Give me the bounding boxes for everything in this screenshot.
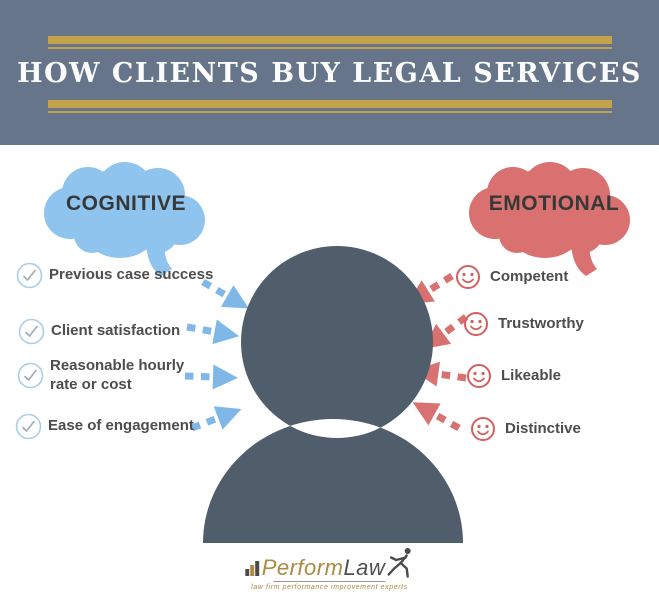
list-item: Trustworthy [463, 311, 584, 337]
runner-icon [387, 548, 411, 578]
list-item: Reasonable hourly rate or cost [17, 357, 190, 395]
logo-divider [273, 581, 386, 582]
item-label: Distinctive [505, 419, 581, 437]
list-item: Client satisfaction [18, 318, 180, 345]
check-icon [17, 362, 44, 389]
client-silhouette [203, 246, 463, 543]
list-item: Ease of engagement [15, 413, 194, 440]
emotional-label: EMOTIONAL [488, 192, 620, 215]
cognitive-label: COGNITIVE [65, 192, 186, 215]
brand-law: Law [343, 555, 386, 580]
cognitive-arrow-3 [185, 364, 239, 391]
bar-chart-icon [244, 561, 259, 576]
item-label: Ease of engagement [48, 417, 194, 435]
brand-perform: Perform [261, 555, 344, 580]
item-label: Previous case success [49, 266, 214, 284]
diagram-art [44, 162, 630, 543]
cognitive-brain-icon [44, 162, 205, 276]
content-area: COGNITIVE EMOTIONAL Previous case succes… [0, 145, 659, 613]
check-icon [15, 413, 42, 440]
gold-divider-bottom [48, 100, 612, 113]
emotional-brain-icon [469, 162, 630, 276]
list-item: Competent [455, 264, 568, 290]
logo-tagline: law firm performance improvement experts [251, 584, 408, 591]
gold-divider-top [48, 36, 612, 49]
header-banner: HOW CLIENTS BUY LEGAL SERVICES [0, 0, 659, 145]
item-label: Competent [490, 267, 569, 285]
cognitive-arrow-4 [188, 397, 246, 439]
item-label: Trustworthy [498, 314, 584, 332]
item-label: Reasonable hourly rate or cost [50, 357, 185, 393]
emotional-arrow-4 [407, 391, 465, 439]
client-head [266, 271, 408, 413]
smiley-icon [471, 417, 495, 441]
item-label: Likeable [501, 366, 562, 384]
page-title: HOW CLIENTS BUY LEGAL SERVICES [17, 58, 642, 89]
smiley-icon [467, 364, 491, 388]
list-item: Previous case success [16, 262, 213, 289]
smiley-icon [456, 265, 480, 289]
check-icon [16, 262, 43, 289]
item-label: Client satisfaction [51, 322, 181, 340]
cognitive-arrow-2 [185, 315, 242, 349]
list-item: Distinctive [470, 416, 581, 442]
check-icon [18, 318, 45, 345]
smiley-icon [464, 312, 488, 336]
list-item: Likeable [466, 363, 561, 389]
